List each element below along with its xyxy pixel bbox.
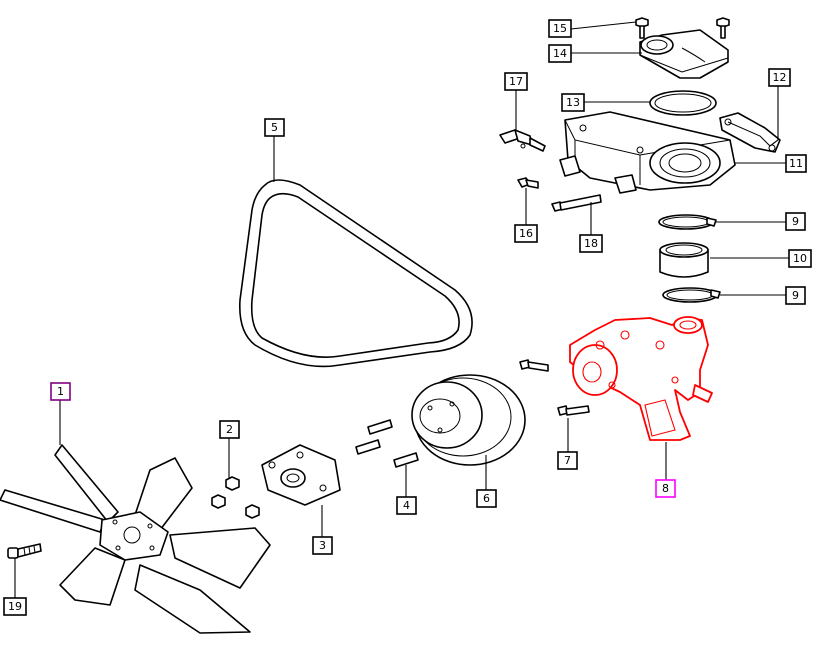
callout-3[interactable]: 3: [312, 536, 333, 555]
pulley[interactable]: [411, 374, 526, 466]
callout-label: 13: [566, 96, 580, 109]
callout-15[interactable]: 15: [548, 19, 572, 38]
fan-bolt[interactable]: [7, 543, 42, 559]
housing-bolt[interactable]: [551, 194, 602, 212]
callout-label: 5: [271, 121, 278, 134]
callout-label: 9: [792, 215, 799, 228]
callout-11[interactable]: 11: [785, 154, 807, 173]
callout-label: 16: [519, 227, 533, 240]
callout-label: 17: [509, 75, 523, 88]
callout-label: 19: [8, 600, 22, 613]
callout-19[interactable]: 19: [3, 597, 27, 616]
callout-7[interactable]: 7: [557, 451, 578, 470]
callout-label: 8: [662, 482, 669, 495]
callout-12[interactable]: 12: [768, 68, 791, 87]
fan-spacer[interactable]: [261, 444, 341, 506]
callout-label: 10: [793, 252, 807, 265]
callout-label: 14: [553, 47, 567, 60]
callout-label: 18: [584, 237, 598, 250]
o-ring[interactable]: [649, 90, 717, 116]
callout-label: 12: [773, 71, 787, 84]
callout-label: 4: [403, 499, 410, 512]
callout-label: 15: [553, 22, 567, 35]
pump-bolts[interactable]: [519, 359, 590, 416]
callout-4[interactable]: 4: [396, 496, 417, 515]
callout-1[interactable]: 1: [50, 382, 71, 401]
callout-label: 3: [319, 539, 326, 552]
callout-label: 9: [792, 289, 799, 302]
hex-nuts[interactable]: [211, 476, 260, 519]
studs[interactable]: [355, 419, 419, 468]
thermostat-cover[interactable]: [639, 29, 729, 79]
hose[interactable]: [659, 242, 709, 278]
callout-8[interactable]: 8: [655, 479, 676, 498]
callout-label: 11: [789, 157, 803, 170]
leader-lines: [14, 21, 789, 598]
callout-10[interactable]: 10: [788, 249, 812, 268]
gasket[interactable]: [719, 112, 781, 153]
callout-14[interactable]: 14: [548, 44, 572, 63]
callout-label: 2: [226, 423, 233, 436]
callout-17[interactable]: 17: [504, 72, 528, 91]
hose-clamp-upper[interactable]: [658, 214, 717, 230]
housing-screw[interactable]: [517, 177, 539, 189]
temperature-sensor[interactable]: [499, 129, 546, 152]
callout-9-lower[interactable]: 9: [785, 286, 806, 305]
thermostat-housing[interactable]: [559, 111, 736, 194]
callout-9-upper[interactable]: 9: [785, 212, 806, 231]
callout-6[interactable]: 6: [476, 489, 497, 508]
callout-16[interactable]: 16: [514, 224, 538, 243]
water-pump-highlighted[interactable]: [569, 316, 713, 441]
hose-clamp-lower[interactable]: [662, 287, 721, 303]
callout-2[interactable]: 2: [219, 420, 240, 439]
fan-assembly[interactable]: [0, 444, 271, 634]
callout-5[interactable]: 5: [264, 118, 285, 137]
callout-label: 6: [483, 492, 490, 505]
callout-label: 7: [564, 454, 571, 467]
v-belt[interactable]: [238, 179, 473, 368]
callout-13[interactable]: 13: [561, 93, 585, 112]
callout-label: 1: [57, 385, 64, 398]
cover-bolts[interactable]: [635, 17, 730, 39]
callout-18[interactable]: 18: [579, 234, 603, 253]
